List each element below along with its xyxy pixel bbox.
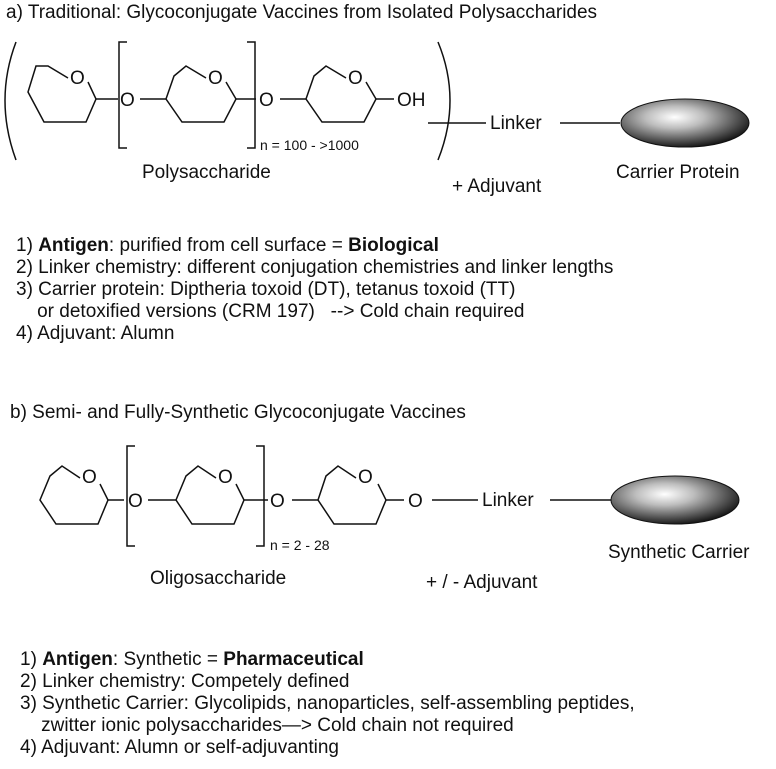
- repeat-bracket-left: [118, 41, 127, 149]
- open-paren: [4, 41, 17, 161]
- ring-1: [27, 65, 97, 123]
- point-a-3: 3) Carrier protein: Diptheria toxoid (DT…: [16, 279, 516, 300]
- ring-b-1: [39, 465, 109, 525]
- polysaccharide-label: Polysaccharide: [142, 162, 271, 183]
- section-b-structure: O O O O O O n = 2 - 28 Linker Oligosacch…: [39, 445, 750, 593]
- point-b-1: 1) Antigen: Synthetic = Pharmaceutical: [20, 649, 364, 670]
- ring-b-1-oxygen: O: [82, 467, 97, 488]
- bridge-oxygen-2: O: [259, 90, 274, 111]
- synthetic-carrier-icon: [610, 475, 740, 525]
- ring-3-oxygen: O: [348, 68, 363, 89]
- bridge-b-oxygen-2: O: [270, 491, 285, 512]
- ring-1-oxygen: O: [70, 68, 85, 89]
- linker-label-b: Linker: [482, 490, 534, 511]
- ring-3: [305, 65, 377, 123]
- point-a-2: 2) Linker chemistry: different conjugati…: [16, 257, 614, 278]
- point-a-4: or detoxified versions (CRM 197) --> Col…: [16, 301, 525, 322]
- ring-b-3-oxygen: O: [358, 467, 373, 488]
- point-b-2: 2) Linker chemistry: Competely defined: [20, 671, 350, 692]
- ring-2: [165, 65, 237, 123]
- linker-label-a: Linker: [490, 113, 542, 134]
- bridge-oxygen-1: O: [120, 90, 135, 111]
- anomeric-oxygen: O: [408, 491, 423, 512]
- ring-b-3: [317, 465, 387, 525]
- repeat-count-b: n = 2 - 28: [270, 537, 330, 553]
- point-a-5: 4) Adjuvant: Alumn: [16, 323, 175, 344]
- section-a-points: 1) Antigen: purified from cell surface =…: [16, 235, 613, 345]
- section-a-title: a) Traditional: Glycoconjugate Vaccines …: [6, 2, 598, 23]
- section-a-structure: O O O O O OH n = 100 - >1000 Linker Poly…: [4, 41, 750, 197]
- close-paren: [437, 41, 451, 161]
- repeat-bracket-right: [247, 41, 256, 149]
- ring-b-2: [175, 465, 245, 525]
- hydroxyl-label: OH: [397, 90, 426, 111]
- point-b-4: zwitter ionic polysaccharides—> Cold cha…: [20, 715, 514, 736]
- ring-2-oxygen: O: [208, 68, 223, 89]
- carrier-protein-icon: [620, 98, 750, 148]
- point-b-5: 4) Adjuvant: Alumn or self-adjuvanting: [20, 737, 339, 758]
- ring-b-2-oxygen: O: [218, 467, 233, 488]
- oligosaccharide-label: Oligosaccharide: [150, 568, 286, 589]
- carrier-label-b: Synthetic Carrier: [608, 542, 750, 563]
- repeat-count-a: n = 100 - >1000: [260, 137, 359, 153]
- repeat-bracket-b-left: [126, 445, 135, 547]
- carrier-label-a: Carrier Protein: [616, 162, 740, 183]
- point-a-1: 1) Antigen: purified from cell surface =…: [16, 235, 439, 256]
- section-b-title: b) Semi- and Fully-Synthetic Glycoconjug…: [10, 402, 466, 423]
- section-b-points: 1) Antigen: Synthetic = Pharmaceutical 2…: [20, 649, 635, 759]
- adjuvant-label-a: + Adjuvant: [452, 176, 542, 197]
- bridge-b-oxygen-1: O: [128, 491, 143, 512]
- adjuvant-label-b: + / - Adjuvant: [426, 572, 538, 593]
- repeat-bracket-b-right: [256, 445, 265, 547]
- point-b-3: 3) Synthetic Carrier: Glycolipids, nanop…: [20, 693, 635, 714]
